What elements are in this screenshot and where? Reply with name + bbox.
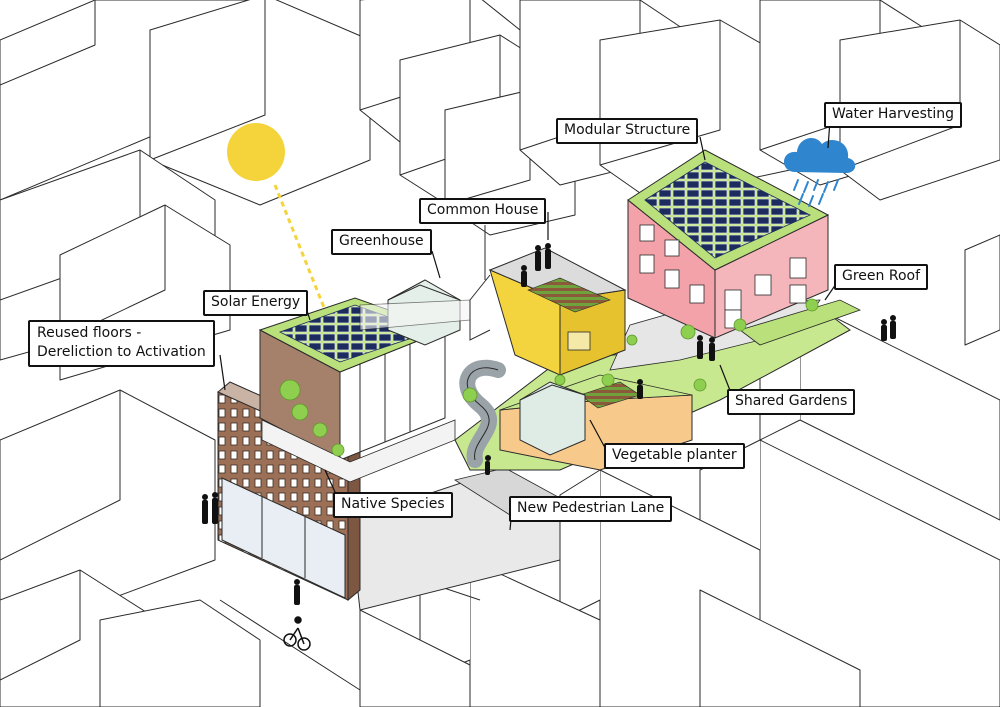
label-native-species: Native Species (333, 492, 453, 518)
modular-structure (627, 149, 830, 339)
label-solar-energy: Solar Energy (203, 290, 309, 316)
person (890, 315, 896, 339)
label-shared-gardens: Shared Gardens (727, 389, 856, 415)
label-greenhouse: Greenhouse (331, 229, 432, 255)
label-modular-structure: Modular Structure (556, 118, 699, 144)
sun-ray (273, 184, 327, 311)
person (545, 243, 551, 269)
shrubs (279, 298, 819, 457)
label-common-house: Common House (419, 198, 547, 224)
small-greenhouse (519, 381, 586, 456)
person (294, 579, 300, 605)
label-water-harvesting: Water Harvesting (824, 102, 963, 128)
green-roof-strip (739, 299, 862, 346)
label-reused-floors-line1: Reused floors - (37, 325, 142, 341)
label-reused-floors-line2: Dereliction to Activation (37, 344, 206, 360)
cyclist-icon (283, 616, 311, 651)
label-vegetable-planter: Vegetable planter (604, 443, 745, 469)
people (202, 243, 896, 605)
person (697, 335, 703, 359)
rain-cloud-icon (783, 138, 856, 207)
common-house (469, 225, 627, 376)
person (202, 494, 208, 524)
sun-icon (227, 123, 285, 181)
person (535, 245, 541, 271)
person (521, 265, 527, 287)
person (485, 455, 491, 475)
person (212, 492, 218, 524)
greenhouse-structure (359, 279, 471, 346)
label-green-roof: Green Roof (834, 264, 929, 290)
person (709, 337, 715, 361)
label-new-pedestrian-lane: New Pedestrian Lane (509, 496, 673, 522)
person (881, 319, 887, 341)
label-reused-floors: Reused floors - Dereliction to Activatio… (28, 320, 215, 367)
person (637, 379, 643, 399)
